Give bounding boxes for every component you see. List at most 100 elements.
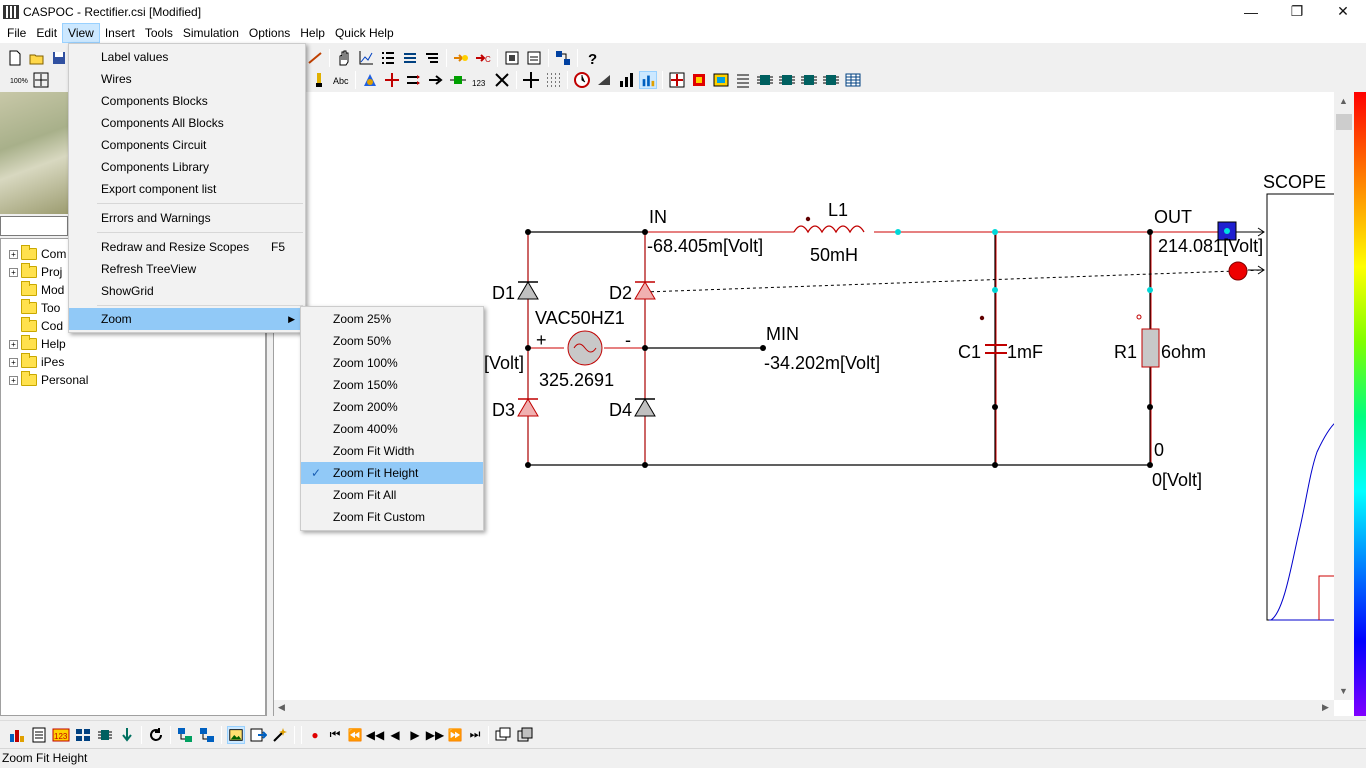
tree-item[interactable]: Too	[9, 299, 60, 317]
tools-icon[interactable]	[493, 71, 511, 89]
download-arrow-icon[interactable]	[118, 726, 136, 744]
menu-zoom-fit-height[interactable]: ✓ Zoom Fit Height	[301, 462, 483, 484]
label-icon[interactable]: Abc	[332, 71, 350, 89]
menu-components-circuit[interactable]: Components Circuit	[101, 138, 207, 152]
tree-item[interactable]: +Com	[9, 245, 66, 263]
menu-file[interactable]: File	[7, 26, 27, 40]
scope-color-icon[interactable]	[712, 71, 730, 89]
minimize-button[interactable]: —	[1244, 3, 1258, 20]
list-alt-icon[interactable]	[401, 49, 419, 67]
close-button[interactable]: ✕	[1337, 3, 1349, 19]
scroll-down-icon[interactable]: ▼	[1339, 686, 1348, 696]
bar-graph-icon[interactable]	[8, 726, 26, 744]
vertical-scrollbar[interactable]: ▲ ▼	[1334, 92, 1354, 700]
network-add-icon[interactable]	[176, 726, 194, 744]
diode-d3[interactable]	[517, 398, 539, 417]
scroll-left-icon[interactable]: ◀	[278, 702, 285, 712]
block-icon[interactable]	[449, 71, 467, 89]
text-list-icon[interactable]	[734, 71, 752, 89]
crosshair-icon[interactable]	[522, 71, 540, 89]
menu-redraw-scopes[interactable]: Redraw and Resize Scopes F5	[69, 236, 305, 258]
open-folder-icon[interactable]	[28, 49, 46, 67]
ac-source-vac50hz1[interactable]	[567, 330, 603, 366]
menu-zoom-100[interactable]: Zoom 100%	[333, 356, 398, 370]
help-icon[interactable]: ?	[583, 49, 601, 67]
export-icon[interactable]	[249, 726, 267, 744]
maximize-button[interactable]: ❐	[1290, 3, 1304, 19]
expand-icon[interactable]: +	[9, 375, 18, 385]
diode-d4[interactable]	[634, 398, 656, 417]
grid-icon[interactable]	[544, 71, 562, 89]
table-icon[interactable]	[844, 71, 862, 89]
tree-item[interactable]: Mod	[9, 281, 64, 299]
windows-icon[interactable]	[516, 726, 534, 744]
menu-zoom[interactable]: Zoom ▶	[69, 308, 305, 330]
tree-item[interactable]: Cod	[9, 317, 63, 335]
tree-item[interactable]: +iPes	[9, 353, 64, 371]
image-icon[interactable]	[227, 725, 245, 744]
tree-item[interactable]: +Help	[9, 335, 66, 353]
tree-item[interactable]: +Proj	[9, 263, 62, 281]
sort-icon[interactable]	[423, 49, 441, 67]
tree-search-input[interactable]	[0, 216, 68, 236]
rewind-icon[interactable]: ◀◀	[365, 727, 385, 742]
arrow-right-icon[interactable]	[427, 71, 445, 89]
chip-icon[interactable]	[756, 71, 774, 89]
zoom-100-icon[interactable]: 100%	[10, 71, 28, 89]
list-icon[interactable]	[379, 49, 397, 67]
wizard-icon[interactable]	[271, 726, 289, 744]
arrows-icon[interactable]	[405, 71, 423, 89]
library-icon[interactable]	[525, 49, 543, 67]
menu-help[interactable]: Help	[300, 26, 325, 40]
step-forward-icon[interactable]: ▶▶	[425, 727, 445, 742]
scroll-up-icon[interactable]: ▲	[1339, 96, 1348, 106]
refresh-icon[interactable]	[147, 726, 165, 744]
wire-tool-icon[interactable]	[306, 49, 324, 67]
network-edit-icon[interactable]	[198, 726, 216, 744]
new-file-icon[interactable]	[6, 49, 24, 67]
menu-export-component-list[interactable]: Export component list	[101, 182, 217, 196]
panel-splitter[interactable]	[266, 92, 274, 716]
counter-display-icon[interactable]: 123	[52, 726, 70, 744]
expand-icon[interactable]: +	[9, 267, 18, 277]
chip-icon-3[interactable]	[800, 71, 818, 89]
menu-zoom-400[interactable]: Zoom 400%	[333, 422, 398, 436]
menu-tools[interactable]: Tools	[144, 26, 173, 40]
record-icon[interactable]: ●	[311, 727, 319, 742]
expand-icon[interactable]: +	[9, 249, 18, 259]
menu-zoom-fit-width[interactable]: Zoom Fit Width	[333, 444, 415, 458]
menu-edit[interactable]: Edit	[36, 26, 58, 40]
chip-small-icon[interactable]	[96, 726, 114, 744]
capacitor-c1[interactable]	[979, 315, 1007, 354]
expand-icon[interactable]: +	[9, 357, 18, 367]
skip-end-icon[interactable]: ⏭	[469, 727, 481, 741]
clock-icon[interactable]	[573, 71, 591, 89]
caspoc-app-icon[interactable]	[3, 4, 19, 19]
fast-rewind-icon[interactable]: ⏪	[347, 727, 363, 742]
menu-errors-warnings[interactable]: Errors and Warnings	[101, 211, 211, 225]
tree-item[interactable]: +Personal	[9, 371, 88, 389]
menu-components-library[interactable]: Components Library	[101, 160, 210, 174]
menu-label-values[interactable]: Label values	[101, 50, 169, 64]
counter-icon[interactable]: 123	[471, 71, 489, 89]
step-back-icon[interactable]: ◀	[390, 727, 400, 742]
component-icon[interactable]	[503, 49, 521, 67]
menu-view[interactable]: View	[62, 23, 100, 43]
inductor-l1[interactable]	[793, 216, 865, 234]
resistor-r1[interactable]	[1136, 314, 1160, 368]
horizontal-scrollbar[interactable]: ◀ ▶	[274, 700, 1334, 716]
scroll-right-icon[interactable]: ▶	[1322, 702, 1329, 712]
chip-red-icon[interactable]	[690, 71, 708, 89]
chip-icon-2[interactable]	[778, 71, 796, 89]
scroll-thumb[interactable]	[1336, 114, 1352, 130]
matrix-icon[interactable]	[74, 726, 92, 744]
menu-components-blocks[interactable]: Components Blocks	[101, 94, 208, 108]
play-icon[interactable]: ▶	[410, 727, 420, 742]
volume-icon[interactable]	[617, 71, 635, 89]
meter-icon[interactable]	[595, 71, 613, 89]
bar-chart-icon[interactable]	[639, 71, 657, 89]
initial-condition-icon[interactable]	[452, 49, 470, 67]
menu-refresh-treeview[interactable]: Refresh TreeView	[101, 262, 197, 276]
menu-zoom-fit-custom[interactable]: Zoom Fit Custom	[333, 510, 426, 524]
menu-zoom-50[interactable]: Zoom 50%	[333, 334, 392, 348]
